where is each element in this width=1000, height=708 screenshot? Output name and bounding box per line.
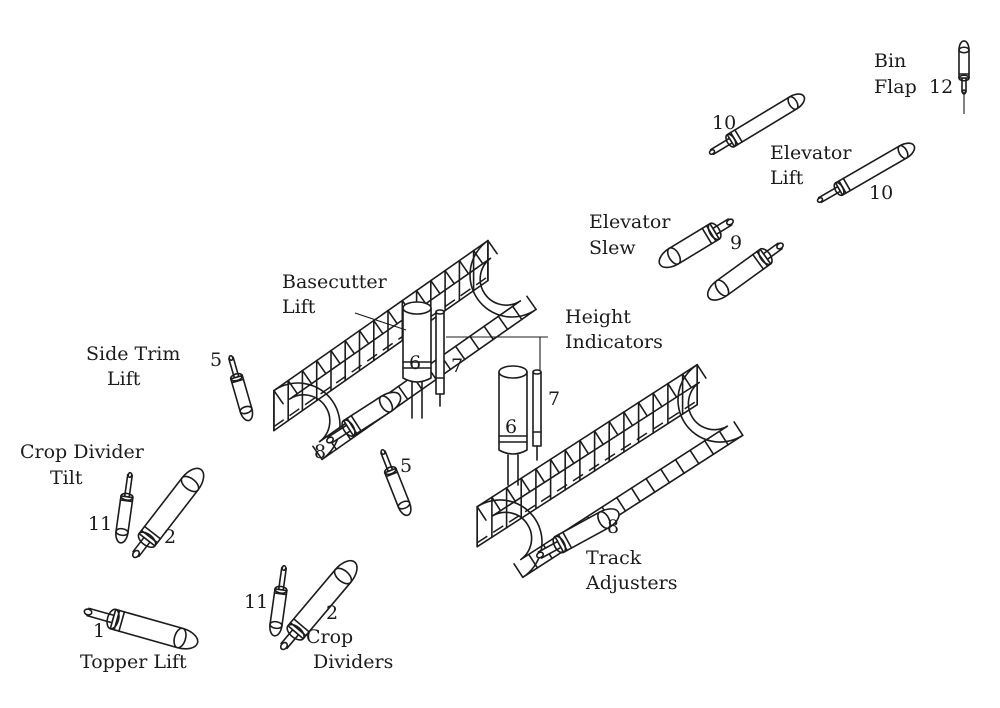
svg-text:Indicators: Indicators bbox=[565, 331, 663, 353]
svg-text:Lift: Lift bbox=[770, 167, 804, 189]
part-number-basecutter-left: 6 bbox=[409, 352, 421, 374]
svg-text:Bin: Bin bbox=[874, 50, 906, 72]
height-indicator-rod-right bbox=[532, 369, 542, 461]
part-number-crop-divider-tilt-left: 11 bbox=[88, 513, 112, 535]
part-number-elevator-lift-upper: 10 bbox=[712, 112, 736, 134]
svg-text:Crop: Crop bbox=[306, 626, 353, 648]
basecutter-cylinder-right bbox=[498, 365, 528, 486]
svg-text:Lift: Lift bbox=[107, 368, 141, 390]
svg-text:Track: Track bbox=[586, 547, 642, 569]
crop-divider-tilt-cylinder-left bbox=[115, 471, 134, 544]
topper-lift-cylinder bbox=[83, 607, 199, 650]
height-indicator-rod-left bbox=[435, 309, 445, 407]
bin-flap-cylinder bbox=[958, 40, 970, 95]
svg-text:Basecutter: Basecutter bbox=[282, 271, 388, 293]
svg-text:Height: Height bbox=[565, 306, 631, 328]
side-trim-lift-cylinder-lower bbox=[380, 448, 412, 517]
track-adjuster-cylinder-left bbox=[326, 391, 402, 444]
part-number-basecutter-right: 6 bbox=[505, 416, 517, 438]
topper-lift-label: Topper Lift bbox=[80, 651, 187, 673]
elevator-lift-label: Elevator Lift bbox=[770, 142, 852, 189]
elevator-lift-cylinder-lower bbox=[816, 142, 916, 204]
crop-divider-cylinder-left bbox=[131, 467, 205, 559]
part-number-indicator-right: 7 bbox=[548, 388, 560, 410]
svg-text:Flap: Flap bbox=[874, 76, 917, 98]
svg-text:Side Trim: Side Trim bbox=[86, 343, 180, 365]
side-trim-lift-label: Side Trim Lift bbox=[86, 343, 180, 390]
part-number-track-adjuster-right: 8 bbox=[607, 516, 619, 538]
svg-text:Elevator: Elevator bbox=[589, 211, 671, 233]
part-number-side-trim-lower: 5 bbox=[400, 455, 412, 477]
side-trim-lift-cylinder-upper bbox=[228, 354, 254, 422]
crop-dividers-label: Crop Dividers bbox=[306, 626, 393, 673]
elevator-lift-cylinder-upper bbox=[708, 93, 806, 156]
crop-divider-tilt-cylinder-right bbox=[269, 564, 288, 637]
svg-text:Adjusters: Adjusters bbox=[585, 572, 677, 594]
svg-text:Slew: Slew bbox=[589, 237, 636, 259]
svg-text:Elevator: Elevator bbox=[770, 142, 852, 164]
part-number-indicator-left: 7 bbox=[451, 355, 463, 377]
svg-text:Lift: Lift bbox=[282, 296, 316, 318]
track-adjuster-cylinder-right bbox=[535, 508, 620, 559]
svg-text:Dividers: Dividers bbox=[313, 651, 393, 673]
part-number-bin-flap: 12 bbox=[929, 76, 953, 98]
part-number-elevator-slew: 9 bbox=[730, 232, 742, 254]
svg-text:Tilt: Tilt bbox=[50, 467, 83, 489]
crop-divider-tilt-label: Crop Divider Tilt bbox=[20, 441, 145, 489]
part-number-track-adjuster-left: 8 bbox=[314, 441, 326, 463]
part-number-elevator-lift-lower: 10 bbox=[869, 182, 893, 204]
track-adjusters-label: Track Adjusters bbox=[585, 547, 677, 594]
bin-flap-label: Bin Flap bbox=[874, 50, 917, 98]
part-number-crop-divider-right: 2 bbox=[326, 602, 338, 624]
elevator-slew-cylinder-lower bbox=[706, 242, 784, 301]
part-number-topper-lift: 1 bbox=[93, 620, 105, 642]
part-number-side-trim-upper: 5 bbox=[210, 349, 222, 371]
cylinders-layer bbox=[83, 40, 970, 651]
elevator-slew-label: Elevator Slew bbox=[589, 211, 671, 259]
part-number-crop-divider-left: 2 bbox=[164, 526, 176, 548]
height-indicators-label: Height Indicators bbox=[565, 306, 663, 353]
basecutter-lift-label: Basecutter Lift bbox=[282, 271, 388, 318]
basecutter-leader-line bbox=[354, 312, 407, 331]
basecutter-cylinder-left bbox=[402, 301, 432, 419]
part-number-crop-divider-tilt-right: 11 bbox=[244, 591, 268, 613]
elevator-slew-cylinder-upper bbox=[658, 218, 735, 269]
svg-text:Crop Divider: Crop Divider bbox=[20, 441, 145, 463]
crop-divider-cylinder-right bbox=[279, 559, 358, 651]
